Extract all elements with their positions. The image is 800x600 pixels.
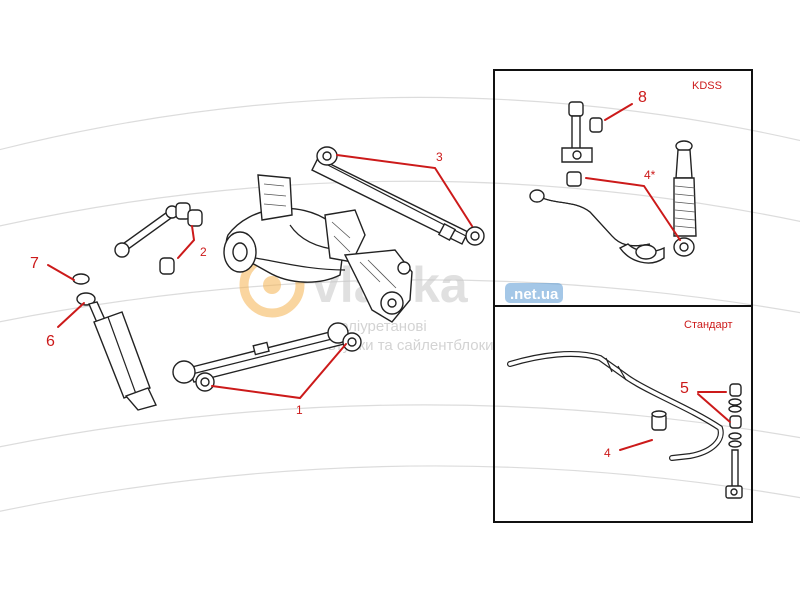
callout-5: 5 — [680, 380, 689, 397]
callout-4-kdss: 4* — [644, 168, 656, 182]
standard-panel-label: Стандарт — [684, 319, 733, 331]
stabilizer-link — [114, 202, 203, 275]
lower-arm-bushing-rear — [327, 322, 349, 344]
lower-control-arm — [172, 322, 362, 392]
callout-2: 2 — [200, 245, 207, 259]
kdss-cylinder — [673, 140, 697, 257]
kdss-link — [561, 101, 603, 163]
standard-link — [725, 383, 743, 499]
callout-4-standard: 4 — [604, 446, 611, 460]
standard-link-bushing-2 — [729, 415, 742, 429]
standard-link-bushing-1 — [729, 383, 742, 397]
kdss-panel-border — [493, 69, 753, 307]
axle-housing — [223, 174, 346, 283]
standard-panel: Стандарт 5 4 — [493, 305, 753, 523]
kdss-panel-label: KDSS — [692, 80, 722, 92]
watermark-line-1: поліуретанові — [332, 318, 427, 335]
callout-8: 8 — [638, 89, 647, 106]
shock-absorber — [72, 273, 157, 411]
kdss-link-bushing — [589, 117, 603, 133]
watermark-logo-core — [263, 276, 281, 294]
leader-lines-kdss — [585, 103, 681, 241]
lower-arm-bushing-front — [172, 360, 196, 384]
kdss-stabilizer-bar — [529, 171, 665, 264]
watermark-domain: .net.ua — [510, 286, 559, 303]
standard-stabilizer-bar — [507, 351, 724, 461]
leader-lines-main — [47, 154, 473, 400]
watermark-domain-badge — [505, 283, 563, 303]
shock-bushing-top — [72, 273, 90, 285]
link-bushing-lower — [159, 257, 175, 275]
callout-1: 1 — [296, 403, 303, 417]
kdss-panel: KDSS — [493, 69, 753, 307]
kdss-bar-bushing — [566, 171, 582, 187]
shock-bushing-mid — [76, 292, 96, 306]
callout-3: 3 — [436, 150, 443, 164]
axle-bracket — [324, 209, 413, 323]
link-bushing-upper-2 — [187, 209, 203, 227]
upper-control-arm — [311, 146, 485, 246]
watermark-line-2: втулки та сайлентблоки — [328, 337, 494, 354]
callout-6: 6 — [46, 333, 55, 350]
leader-lines-standard — [619, 391, 731, 451]
callout-7: 7 — [30, 255, 39, 272]
standard-panel-border — [493, 305, 753, 523]
